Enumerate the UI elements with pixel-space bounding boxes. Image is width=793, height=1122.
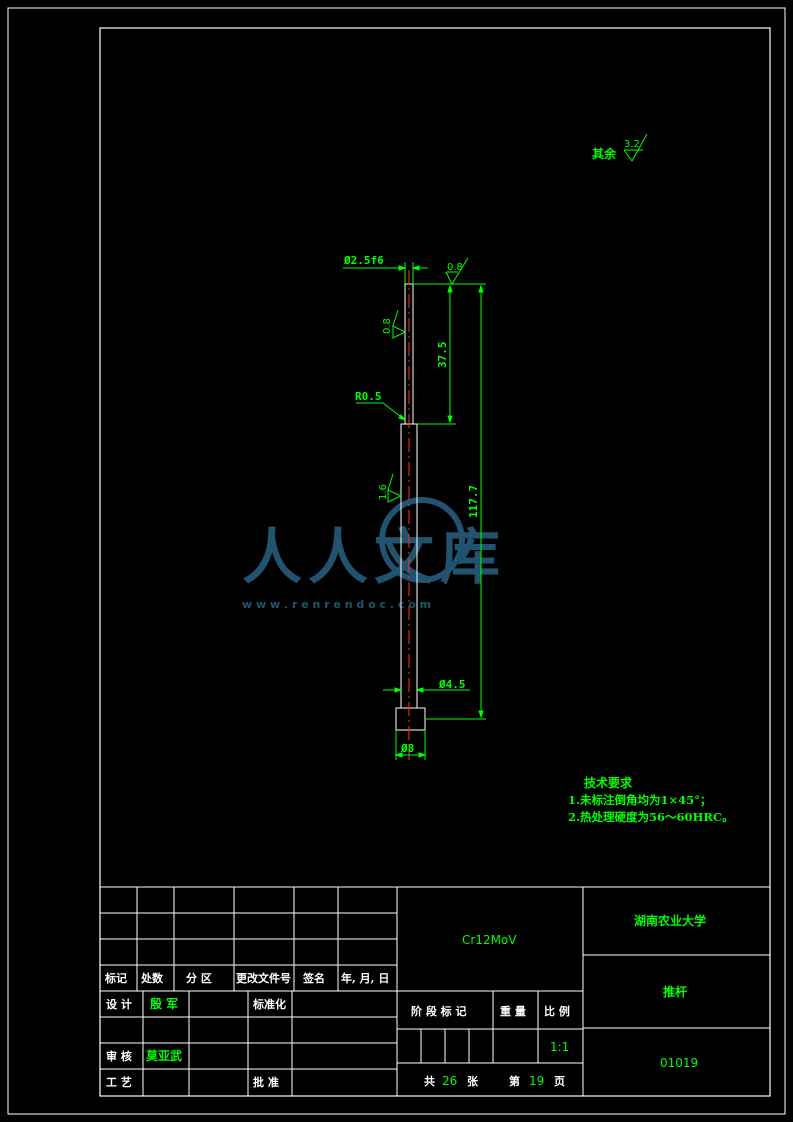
dim-top-diameter: Ø2.5f6 <box>343 254 384 267</box>
watermark-url: w w w . r e n r e n d o c . c o m <box>242 598 431 611</box>
watermark-circle <box>379 497 465 583</box>
tech-requirements: 技术要求 1.未标注倒角均为1×45°； 2.热处理硬度为56～60HRC。 <box>568 775 734 824</box>
dim-fillet: R0.5 <box>355 390 382 403</box>
dimensions <box>343 257 486 760</box>
total-sheets-value: 26 <box>442 1074 457 1088</box>
head-section <box>395 707 426 731</box>
sheets-unit: 张 <box>467 1074 479 1088</box>
school-name: 湖南农业大学 <box>634 913 706 928</box>
process-label: 工 艺 <box>106 1075 132 1089</box>
total-sheets-label: 共 <box>424 1074 435 1088</box>
dim-top-roughness: 0.8 <box>447 262 463 273</box>
stage-header-weight: 重 量 <box>500 1004 526 1018</box>
tech-req-line-2: 2.热处理硬度为56～60HRC。 <box>568 810 734 824</box>
dim-side-roughness-upper: 0.8 <box>382 318 393 334</box>
design-label: 设 计 <box>106 997 132 1011</box>
rev-header-mark: 标记 <box>104 971 127 985</box>
scale-value: 1:1 <box>550 1040 569 1054</box>
stage-header-mark: 阶 段 标 记 <box>411 1004 467 1018</box>
part-name: 推杆 <box>663 984 687 999</box>
roughness-note-value: 3.2 <box>624 139 640 150</box>
sheet-no-value: 19 <box>529 1074 544 1088</box>
material: Cr12MoV <box>462 933 517 947</box>
tech-req-title: 技术要求 <box>584 775 633 790</box>
rev-header-date: 年, 月, 日 <box>341 971 389 985</box>
rev-header-doc: 更改文件号 <box>236 971 291 985</box>
title-block-grid <box>99 886 771 1097</box>
page-unit: 页 <box>554 1075 565 1088</box>
review-label: 审 核 <box>106 1049 132 1063</box>
dim-head-diameter: Ø8 <box>400 742 414 755</box>
roughness-note-label: 其余 <box>592 146 617 161</box>
dim-body-diameter: Ø4.5 <box>438 678 466 691</box>
dim-len-small: 37.5 <box>436 342 449 369</box>
sheet-no-label: 第 <box>509 1074 520 1088</box>
rev-header-count: 处数 <box>140 971 164 985</box>
tech-req-line-1: 1.未标注倒角均为1×45°； <box>568 793 711 807</box>
roughness-symbol-icon <box>623 133 648 162</box>
rev-header-sign: 签名 <box>302 971 325 985</box>
reviewer-name: 莫亚武 <box>146 1048 182 1063</box>
approve-label: 批 准 <box>253 1075 279 1089</box>
dim-total-length: 117.7 <box>467 485 480 518</box>
watermark-text: 人人文库 <box>242 523 506 593</box>
standardize-label: 标准化 <box>252 997 286 1011</box>
stage-header-scale: 比 例 <box>544 1004 570 1018</box>
outer-border <box>7 7 786 1115</box>
rev-header-zone: 分 区 <box>186 971 212 985</box>
drawing-number: 01019 <box>660 1056 698 1070</box>
designer-name: 殷 军 <box>150 996 178 1011</box>
watermark: 人人文库 w w w . r e n r e n d o c . c o m <box>242 497 506 611</box>
general-roughness-note: 其余 3.2 <box>592 133 648 162</box>
dim-side-roughness-lower: 1.6 <box>378 484 389 500</box>
